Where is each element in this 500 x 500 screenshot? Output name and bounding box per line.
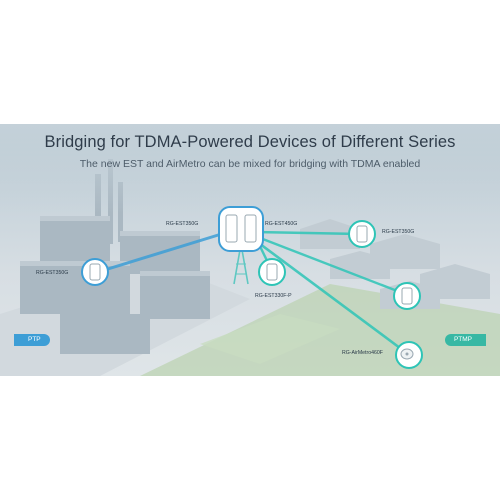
device-top-right-icon (348, 220, 376, 248)
factory-roofs (20, 216, 210, 276)
link-dish (250, 236, 410, 356)
device-left-icon (81, 258, 109, 286)
label-device-center-b: RG-EST450G (265, 221, 298, 227)
link-ptp (96, 230, 230, 274)
device-center-icon (218, 206, 264, 252)
link-top-right (253, 230, 362, 236)
label-device-center-a: RG-EST350G (166, 221, 199, 227)
mode-ptp-badge: PTP (14, 334, 50, 346)
factory-buildings (20, 159, 210, 354)
link-right (253, 234, 407, 296)
park-area (200, 314, 340, 364)
city-background (0, 124, 500, 376)
city-illustration (0, 124, 500, 376)
banner-subtitle: The new EST and AirMetro can be mixed fo… (79, 158, 421, 170)
sky-haze (0, 124, 500, 214)
label-device-left: RG-EST350G (36, 270, 69, 276)
label-device-mid: RG-EST330F-P (255, 293, 292, 299)
label-device-dish: RG-AirMetro460F (342, 350, 383, 356)
device-right-icon (393, 282, 421, 310)
device-mid-icon (258, 258, 286, 286)
banner-title: Bridging for TDMA-Powered Devices of Dif… (44, 133, 456, 151)
label-device-top-right: RG-EST350G (382, 229, 415, 235)
mode-ptmp-badge: PTMP (444, 334, 486, 346)
device-dish-icon (395, 341, 423, 369)
